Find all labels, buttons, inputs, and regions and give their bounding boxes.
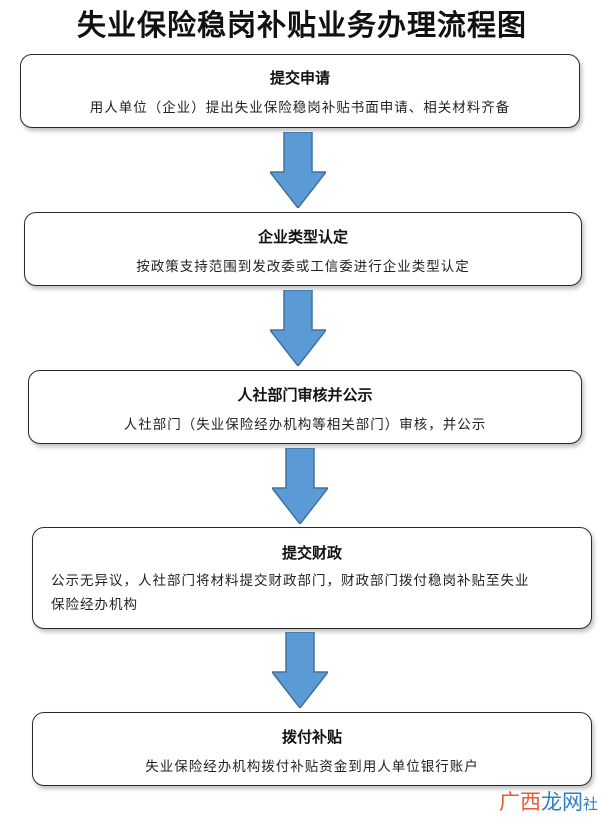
step-title: 拨付补贴 <box>281 728 342 746</box>
step-description: 失业保险经办机构拨付补贴资金到用人单位银行账户 <box>145 759 479 775</box>
step-submit-application: 提交申请 用人单位（企业）提出失业保险稳岗补贴书面申请、相关材料齐备 <box>20 54 580 128</box>
page-title: 失业保险稳岗补贴业务办理流程图 <box>76 8 527 42</box>
step-description: 按政策支持范围到发改委或工信委进行企业类型认定 <box>136 259 470 275</box>
step-review-publicize: 人社部门审核并公示 人社部门（失业保险经办机构等相关部门）审核，并公示 <box>28 370 582 444</box>
arrow-down-icon <box>270 290 326 366</box>
step-description: 人社部门（失业保险经办机构等相关部门）审核，并公示 <box>123 417 487 433</box>
step-description: 用人单位（企业）提出失业保险稳岗补贴书面申请、相关材料齐备 <box>89 100 511 116</box>
step-title: 提交申请 <box>269 69 330 87</box>
step-title: 提交财政 <box>281 544 342 562</box>
arrow-down-icon <box>270 132 326 208</box>
step-description: 公示无异议，人社部门将材料提交财政部门，财政部门拨付稳岗补贴至失业 保险经办机构 <box>51 569 581 617</box>
step-title: 企业类型认定 <box>257 228 348 246</box>
step-submit-finance: 提交财政 公示无异议，人社部门将材料提交财政部门，财政部门拨付稳岗补贴至失业 保… <box>32 527 592 629</box>
watermark-logo: 广西龙网社 <box>498 790 598 814</box>
arrow-down-icon <box>272 632 328 708</box>
arrow-down-icon <box>272 448 328 524</box>
step-disburse-subsidy: 拨付补贴 失业保险经办机构拨付补贴资金到用人单位银行账户 <box>32 712 592 786</box>
step-description-line: 公示无异议，人社部门将材料提交财政部门，财政部门拨付稳岗补贴至失业 <box>51 573 530 589</box>
step-title: 人社部门审核并公示 <box>237 386 373 404</box>
step-enterprise-type: 企业类型认定 按政策支持范围到发改委或工信委进行企业类型认定 <box>24 212 582 286</box>
step-description-line: 保险经办机构 <box>51 597 138 613</box>
